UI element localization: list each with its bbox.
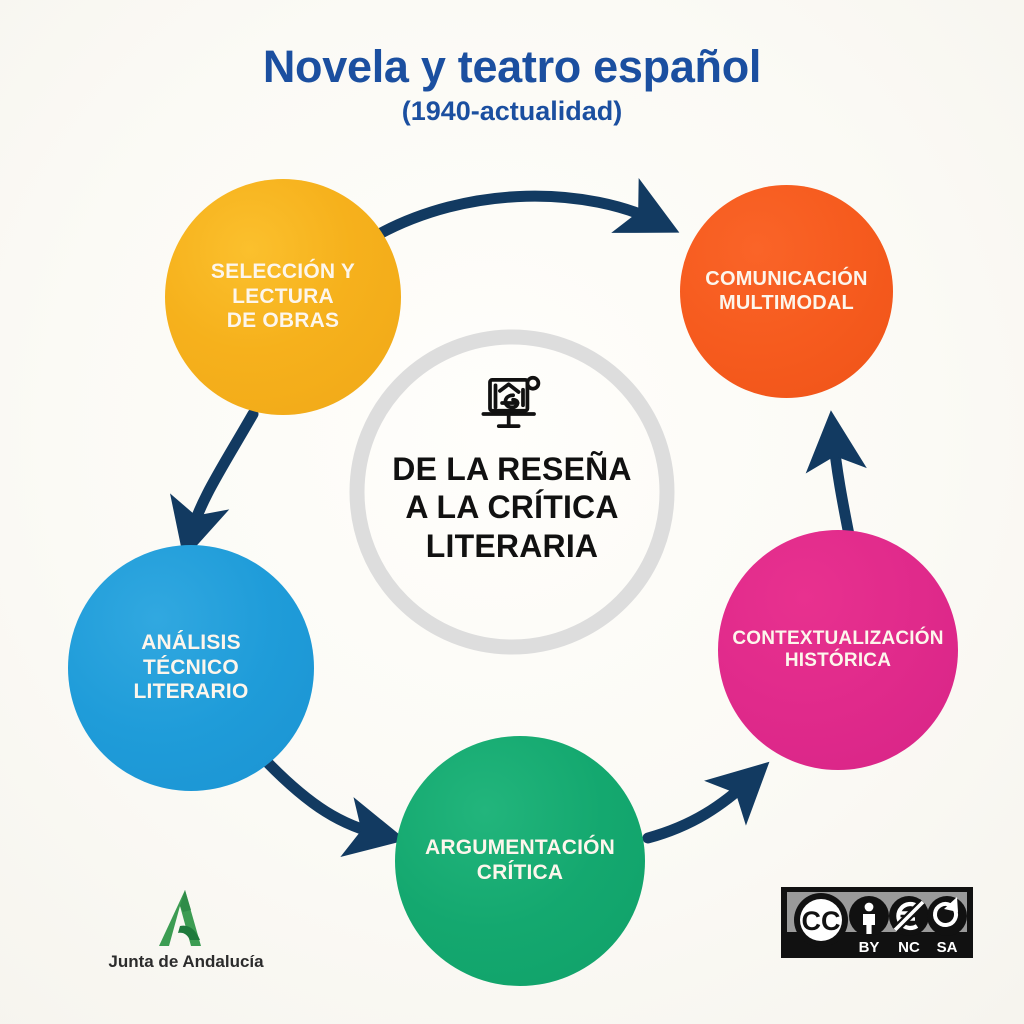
arrow-analisis-to-argumentacion [261,756,407,858]
node-line-2: MULTIMODAL [719,291,854,314]
node-line-1: SELECCIÓN Y [210,259,356,283]
cc-nc-icon [889,896,929,936]
node-line-2: TÉCNICO [143,655,239,679]
node-line-2: HISTÓRICA [784,650,892,671]
junta-de-andalucia-label: Junta de Andalucía [108,952,264,971]
node-line-1: ARGUMENTACIÓN [424,836,616,860]
arrow-argumentacion-to-contextualizacion [642,761,770,844]
page-title: Novela y teatro español [262,41,762,92]
node-contextualizacion-historica[interactable]: CONTEXTUALIZACIÓN HISTÓRICA [718,530,958,770]
junta-a-mark-icon [159,890,201,946]
cc-sa-icon [927,896,967,936]
title-block: Novela y teatro español (1940-actualidad… [0,44,1024,125]
node-comunicacion-multimodal[interactable]: COMUNICACIÓN MULTIMODAL [680,185,893,398]
node-line-1: ANÁLISIS [141,630,241,654]
cc-sa-label: SA [937,939,958,956]
page-subtitle: (1940-actualidad) [401,96,623,126]
cc-by-label: BY [859,939,880,956]
arrow-seleccion-to-comunicacion [366,178,680,244]
svg-text:CC: CC [802,906,841,936]
arrow-seleccion-to-analisis [170,408,259,561]
cc-icon: CC [794,893,848,947]
node-analisis-tecnico-literario[interactable]: ANÁLISIS TÉCNICO LITERARIO [68,545,314,791]
node-seleccion-y-lectura-de-obras[interactable]: SELECCIÓN Y LECTURA DE OBRAS [165,179,401,415]
cc-by-icon [849,896,889,936]
node-label: CONTEXTUALIZACIÓN HISTÓRICA [732,628,943,673]
node-label: ANÁLISIS TÉCNICO LITERARIO [134,631,249,705]
node-argumentacion-critica[interactable]: ARGUMENTACIÓN CRÍTICA [395,736,645,986]
node-label: SELECCIÓN Y LECTURA DE OBRAS [211,260,355,334]
cc-nc-label: NC [898,939,920,956]
node-line-1: CONTEXTUALIZACIÓN [732,627,944,649]
node-line-3: LITERARIO [133,680,249,704]
node-line-2: CRÍTICA [476,861,564,884]
node-line-2: LECTURA [232,284,334,308]
creative-commons-badge[interactable]: CC BY NC SA [781,887,973,958]
node-line-1: COMUNICACIÓN [705,267,868,290]
junta-de-andalucia-logo: Junta de Andalucía [96,888,276,978]
node-label: ARGUMENTACIÓN CRÍTICA [425,836,615,886]
node-line-3: DE OBRAS [226,309,340,333]
node-label: COMUNICACIÓN MULTIMODAL [705,268,867,315]
